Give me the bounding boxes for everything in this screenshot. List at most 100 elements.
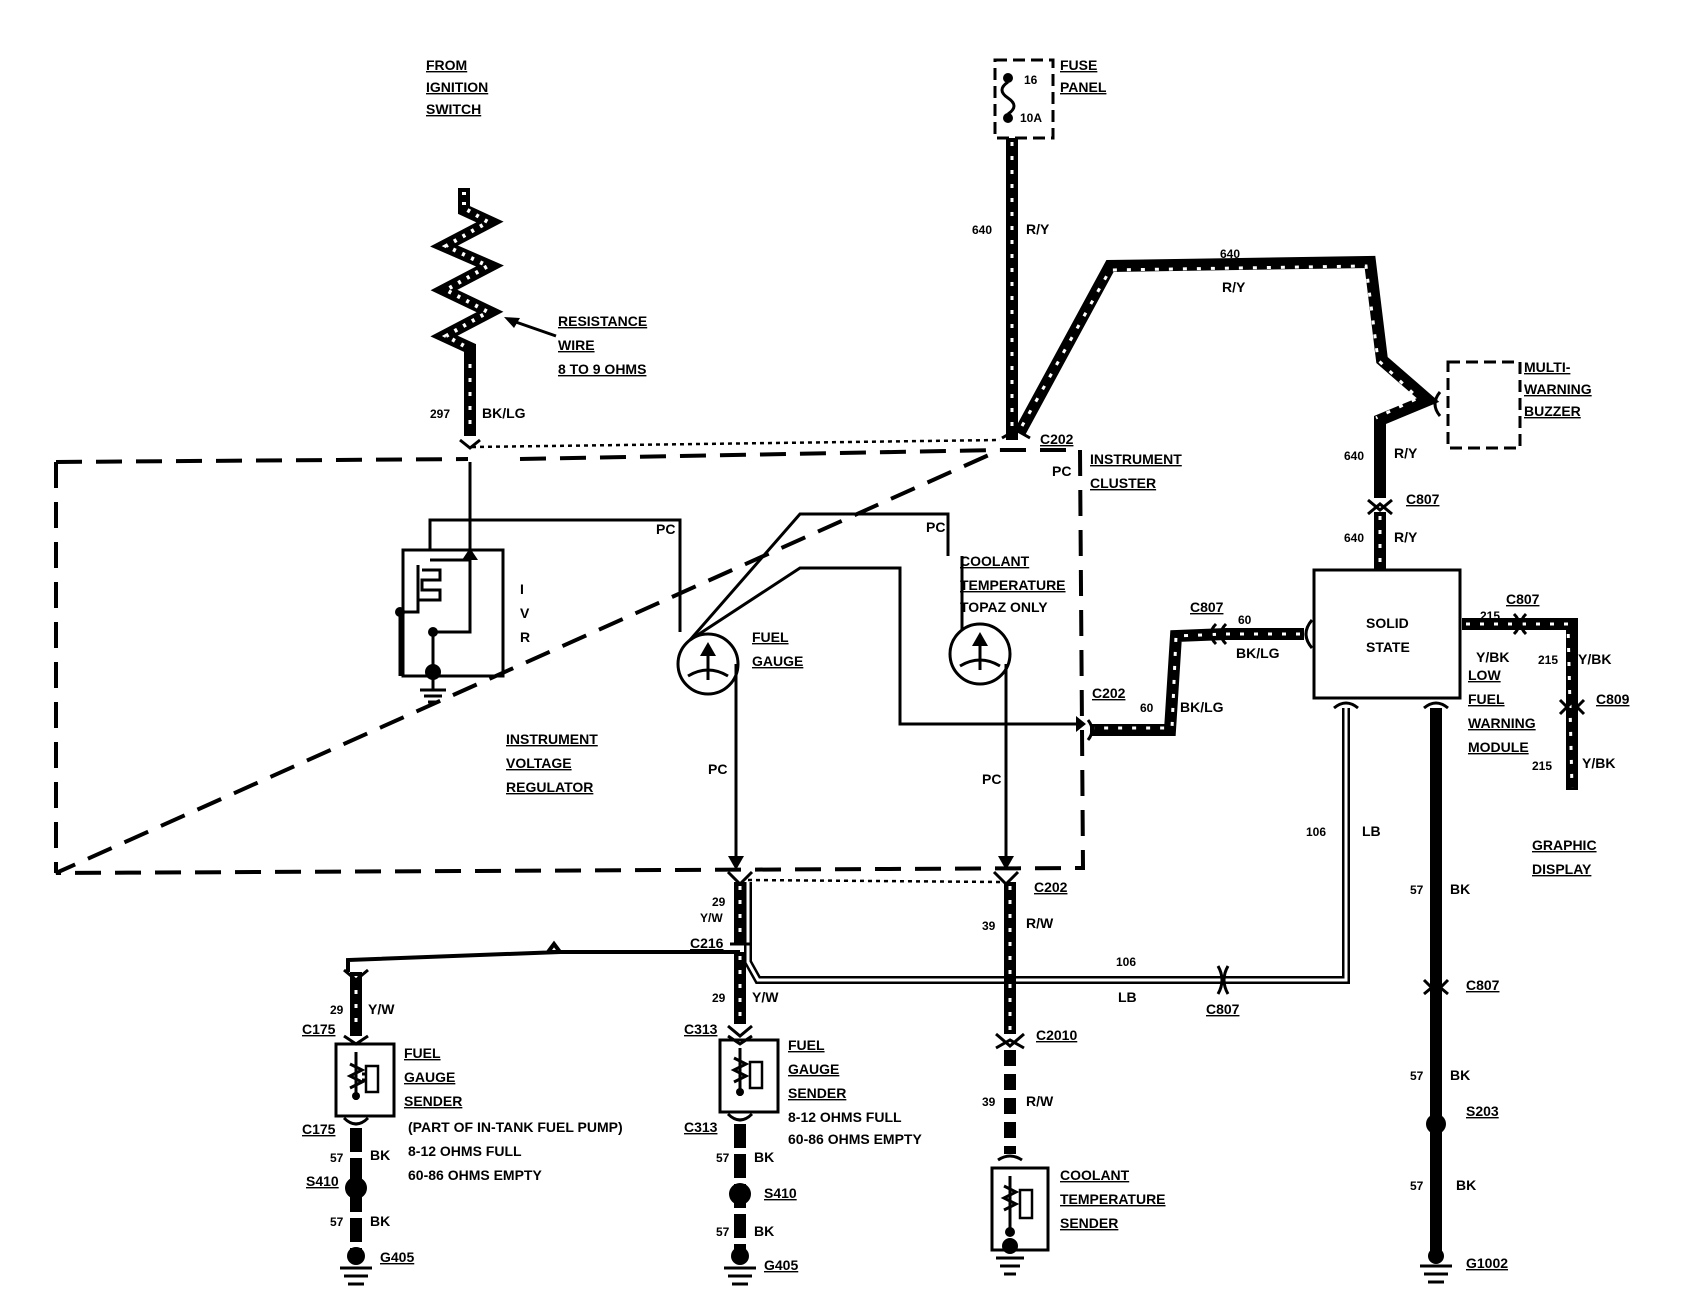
from-ignition-line1: FROM <box>426 57 467 73</box>
ivr-label-line3: REGULATOR <box>506 779 593 795</box>
w106-vert-num: 106 <box>1306 825 1326 839</box>
low-fuel-line2: FUEL <box>1468 691 1505 707</box>
splice-s203 <box>1426 1114 1446 1134</box>
w106-horiz-color: LB <box>1118 989 1137 1005</box>
w640-fuse-color: R/Y <box>1026 221 1050 237</box>
wire-106 <box>744 708 1350 984</box>
graphic-display-line1: GRAPHIC <box>1532 837 1597 853</box>
w57-left-b-num: 57 <box>330 1215 344 1229</box>
fuse-rating: 10A <box>1020 111 1042 125</box>
connector-c175-bottom <box>342 1116 370 1126</box>
wire-29-branch <box>346 940 740 972</box>
c807-215-label: C807 <box>1506 591 1540 607</box>
fuel-gauge-sender-left <box>334 1042 396 1118</box>
from-ignition-line3: SWITCH <box>426 101 481 117</box>
w57-left-b-color: BK <box>370 1213 390 1229</box>
connector-c807-640 <box>1367 498 1393 516</box>
c202-bottom-label: C202 <box>1034 879 1068 895</box>
fuel-gauge-output-arrow <box>728 856 744 870</box>
s203-label: S203 <box>1466 1103 1499 1119</box>
left-sender-line3: SENDER <box>404 1093 462 1109</box>
cluster-dotted-top <box>471 438 1001 449</box>
resistance-wire-line2: WIRE <box>558 337 595 353</box>
pc-label-ivr: PC <box>656 521 675 537</box>
w215-c-color: Y/BK <box>1582 755 1615 771</box>
c809-label: C809 <box>1596 691 1630 707</box>
connector-c807-106 <box>1216 965 1230 995</box>
w106-vert-color: LB <box>1362 823 1381 839</box>
w215-a-num: 215 <box>1480 609 1500 623</box>
w640-fuse-num: 640 <box>972 223 992 237</box>
fuel-gauge-line1: FUEL <box>752 629 789 645</box>
w57-ss-a-color: BK <box>1450 881 1470 897</box>
c2010-label: C2010 <box>1036 1027 1077 1043</box>
fuel-gauge-pc-feed-2 <box>689 566 1083 726</box>
wire-215 <box>1462 618 1578 790</box>
low-fuel-line4: MODULE <box>1468 739 1529 755</box>
wire-640-top <box>1014 255 1440 498</box>
ivr-letter-r: R <box>520 629 530 645</box>
c807-57-label: C807 <box>1466 977 1500 993</box>
w57-ss-a-num: 57 <box>1410 883 1424 897</box>
left-sender-note3: 60-86 OHMS EMPTY <box>408 1167 542 1183</box>
resistance-wire-line3: 8 TO 9 OHMS <box>558 361 646 377</box>
pc-label-cluster: PC <box>1052 463 1071 479</box>
w57-mid-a-num: 57 <box>716 1151 730 1165</box>
connector-c313-bottom <box>726 1112 754 1122</box>
w640-ss-num: 640 <box>1344 531 1364 545</box>
w215-b-num: 215 <box>1538 653 1558 667</box>
ground-g405-mid <box>724 1266 756 1286</box>
pc-label-coolant-out: PC <box>982 771 1001 787</box>
solid-state-57-socket <box>1423 701 1449 710</box>
coolant-sender-line1: COOLANT <box>1060 1167 1130 1183</box>
w39-b-num: 39 <box>982 1095 996 1109</box>
solid-state-module <box>1312 568 1462 700</box>
w60-left-num: 60 <box>1140 701 1154 715</box>
w57-ss-b-color: BK <box>1450 1067 1470 1083</box>
w57-ss-c-num: 57 <box>1410 1179 1424 1193</box>
mid-sender-note2: 60-86 OHMS EMPTY <box>788 1131 922 1147</box>
connector-297-cluster <box>459 438 481 450</box>
w640-buzzer-num: 640 <box>1344 449 1364 463</box>
instrument-cluster-boundary <box>55 448 1086 875</box>
w297-color: BK/LG <box>482 405 526 421</box>
ground-g405-left-dot <box>347 1247 365 1265</box>
g1002-label: G1002 <box>1466 1255 1508 1271</box>
graphic-display-line2: DISPLAY <box>1532 861 1592 877</box>
fuel-gauge <box>676 632 740 696</box>
coolant-sender-line3: SENDER <box>1060 1215 1118 1231</box>
mid-sender-line3: SENDER <box>788 1085 846 1101</box>
w57-mid-a-color: BK <box>754 1149 774 1165</box>
w57-ss-b-num: 57 <box>1410 1069 1424 1083</box>
w57-ss-c-color: BK <box>1456 1177 1476 1193</box>
w29-left-num: 29 <box>330 1003 344 1017</box>
w57-mid-b-color: BK <box>754 1223 774 1239</box>
buzzer-line3: BUZZER <box>1524 403 1581 419</box>
ivr-label-line2: VOLTAGE <box>506 755 572 771</box>
ground-g405-mid-dot <box>731 1247 749 1265</box>
c807-640-label: C807 <box>1406 491 1440 507</box>
c216-label: C216 <box>690 935 724 951</box>
coolant-sender-line2: TEMPERATURE <box>1060 1191 1166 1207</box>
mid-sender-line1: FUEL <box>788 1037 825 1053</box>
buzzer-line1: MULTI- <box>1524 359 1571 375</box>
resistance-wire-arrowhead <box>504 317 520 328</box>
low-fuel-line1: LOW <box>1468 667 1501 683</box>
coolant-gauge-output-arrow <box>998 856 1014 870</box>
w57-mid-b-num: 57 <box>716 1225 730 1239</box>
fuel-gauge-sender-mid <box>718 1038 780 1114</box>
fuel-gauge-pc-feed <box>688 512 950 641</box>
pc-label-top: PC <box>926 519 945 535</box>
fuel-gauge-line2: GAUGE <box>752 653 803 669</box>
coolant-temp-line2: TEMPERATURE <box>960 577 1066 593</box>
c175-bottom-label: C175 <box>302 1121 336 1137</box>
c202-top-label: C202 <box>1040 431 1074 447</box>
w29-mid-color: Y/W <box>752 989 779 1005</box>
connector-c2010 <box>995 1032 1025 1050</box>
buzzer-connector <box>1433 391 1442 417</box>
solid-state-line1: SOLID <box>1366 615 1409 631</box>
wire-60 <box>1090 628 1304 736</box>
g405-left-label: G405 <box>380 1249 414 1265</box>
w640-buzzer-color: R/Y <box>1394 445 1418 461</box>
